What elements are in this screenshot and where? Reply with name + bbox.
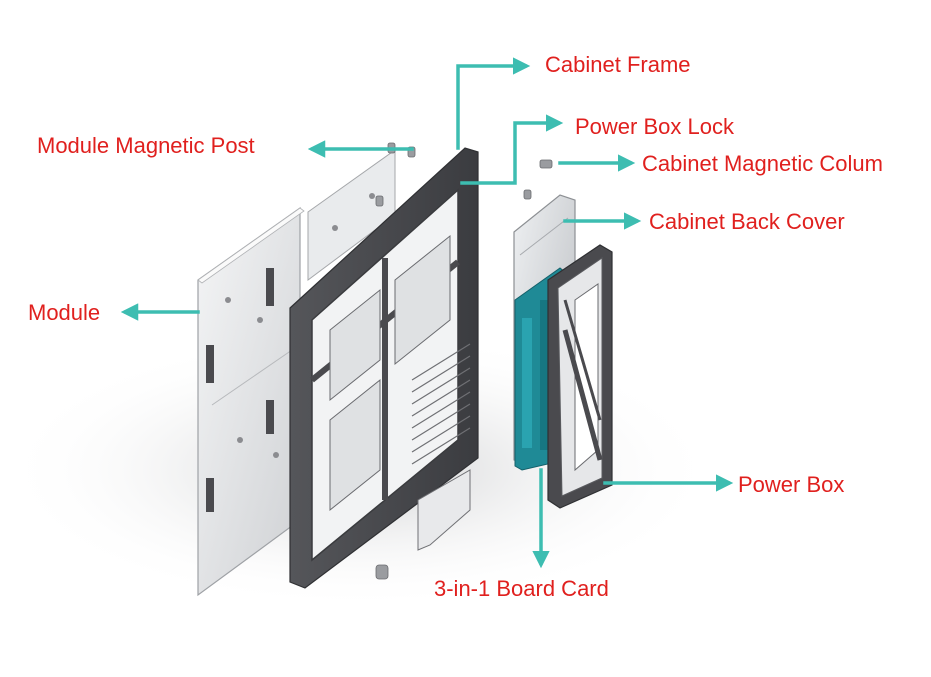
- screw-icon: [540, 160, 552, 168]
- label-cabinet-frame: Cabinet Frame: [545, 52, 691, 78]
- screw-icon: [524, 190, 531, 199]
- label-power-box: Power Box: [738, 472, 844, 498]
- module-connector: [266, 268, 274, 306]
- label-cabinet-back-cover: Cabinet Back Cover: [649, 209, 845, 235]
- module-connector: [266, 400, 274, 434]
- module-connector: [206, 478, 214, 512]
- label-cabinet-magnetic-colum: Cabinet Magnetic Colum: [642, 151, 883, 177]
- screw-icon: [376, 196, 383, 206]
- label-board-card: 3-in-1 Board Card: [434, 576, 609, 602]
- power-box: [548, 245, 612, 508]
- label-module-magnetic-post: Module Magnetic Post: [37, 133, 255, 159]
- label-power-box-lock: Power Box Lock: [575, 114, 734, 140]
- screw-icon: [376, 565, 388, 579]
- label-module: Module: [28, 300, 100, 326]
- module-connector: [206, 345, 214, 383]
